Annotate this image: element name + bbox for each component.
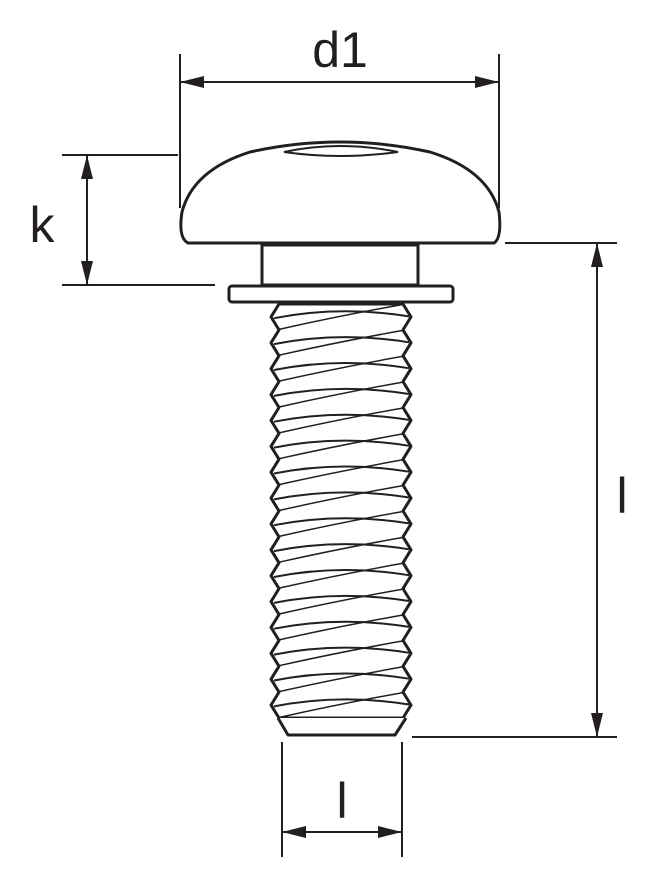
thread-root-line	[278, 562, 404, 589]
thread-root-line	[278, 536, 404, 563]
thread-crest-line	[273, 439, 410, 449]
thread-root-line	[278, 666, 404, 693]
thread-crest-line	[273, 698, 410, 708]
thread-root-line	[278, 459, 404, 486]
thread-crest-line	[273, 517, 410, 527]
thread-crest-line	[273, 569, 410, 578]
thread-lines	[273, 303, 410, 719]
thread-crest-line	[273, 620, 410, 630]
thread-root-line	[278, 329, 404, 356]
thread-root-line	[278, 433, 404, 460]
thread-crest-line	[273, 362, 410, 371]
thread-width-label: l	[336, 773, 347, 829]
thread-root-line	[278, 303, 404, 331]
thread-crest-line	[273, 594, 410, 604]
thread-crest-line	[273, 387, 410, 397]
thread-root-line	[278, 407, 404, 434]
thread-crest-line	[273, 413, 410, 423]
threaded-shank	[269, 302, 413, 737]
thread-crest-line	[273, 672, 410, 682]
thread-root-line	[278, 484, 404, 512]
dimension-thread-width	[281, 742, 403, 857]
dimension-d1	[179, 54, 500, 208]
head-recess	[283, 145, 399, 157]
thread-crest-line	[273, 646, 410, 656]
dimension-length	[412, 242, 617, 738]
thread-crest-line	[273, 543, 410, 553]
thread-crest-line	[273, 336, 410, 346]
thread-root-line	[278, 640, 404, 667]
d1-label: d1	[312, 22, 368, 78]
screw-neck	[260, 243, 420, 287]
shank-tip	[276, 717, 408, 737]
thread-root-line	[278, 588, 404, 615]
k-label: k	[30, 197, 56, 253]
thread-root-line	[278, 381, 404, 408]
thread-crest-line	[273, 310, 410, 320]
screw-head	[179, 140, 502, 245]
length-label: l	[616, 468, 627, 524]
thread-root-line	[278, 691, 404, 719]
thread-root-line	[278, 614, 404, 641]
thread-crest-line	[273, 465, 410, 475]
thread-root-line	[278, 355, 404, 382]
screw-washer	[227, 284, 455, 304]
thread-root-line	[278, 510, 404, 538]
thread-crest-line	[273, 491, 410, 501]
dimension-k	[62, 154, 215, 286]
